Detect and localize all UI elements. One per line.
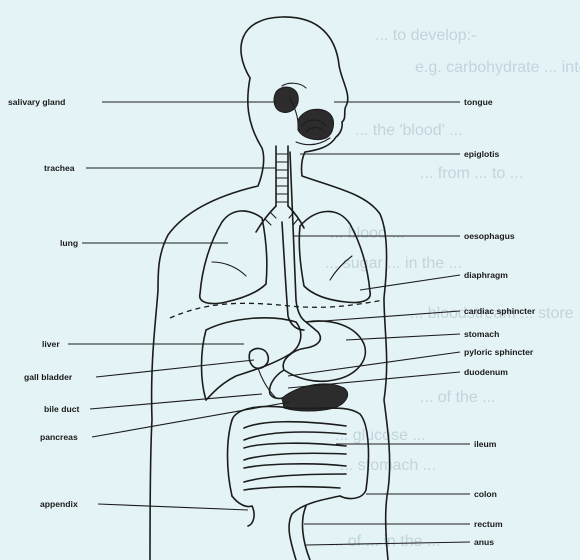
rectum-shape [289,496,340,560]
label-gall-bladder: gall bladder [24,372,73,382]
label-ileum: ileum [474,439,497,449]
label-salivary-gland: salivary gland [8,97,65,107]
bleed-line: ... the 'blood' ... [355,122,463,139]
bleed-line: ... of the ... [420,389,496,406]
label-colon: colon [474,489,497,499]
bleed-line: ... from ... to ... [420,165,523,182]
label-trachea: trachea [44,163,75,173]
ileum-coils [244,422,346,490]
body-outline [150,17,390,560]
label-pyloric-sphincter: pyloric sphincter [464,347,534,357]
label-pancreas: pancreas [40,432,78,442]
label-tongue: tongue [464,97,493,107]
leader-lines [68,102,470,545]
gall-bladder-shape [249,349,268,369]
mouth-region [274,87,333,145]
label-epiglotis: epiglotis [464,149,500,159]
stomach-shape [283,321,365,381]
left-lung [200,211,267,304]
label-stomach: stomach [464,329,499,339]
bleed-line: ... blood ... [330,225,405,242]
label-anus: anus [474,537,494,547]
label-duodenum: duodenum [464,367,508,377]
label-appendix: appendix [40,499,78,509]
label-rectum: rectum [474,519,503,529]
trachea-rings [276,154,288,202]
label-cardiac-sphincter: cardiac sphincter [464,306,536,316]
background-bleed-text: ... to develop:- e.g. carbohydrate ... i… [325,27,580,550]
label-lung: lung [60,238,78,248]
labels-left: salivary gland trachea lung liver gall b… [8,97,79,509]
bleed-line: ... of ... in the ... [330,533,440,550]
label-diaphragm: diaphragm [464,270,508,280]
bleed-line: ... stomach ... [340,457,436,474]
label-liver: liver [42,339,60,349]
label-oesophagus: oesophagus [464,231,515,241]
bleed-line: ... glucose ... [335,427,426,444]
appendix-shape [232,496,254,526]
bleed-line: ... sugar ... in the ... [325,255,462,272]
bleed-line: e.g. carbohydrate ... into ... [415,59,580,76]
label-bile-duct: bile duct [44,404,79,414]
bleed-line: ... to develop:- [375,27,476,44]
